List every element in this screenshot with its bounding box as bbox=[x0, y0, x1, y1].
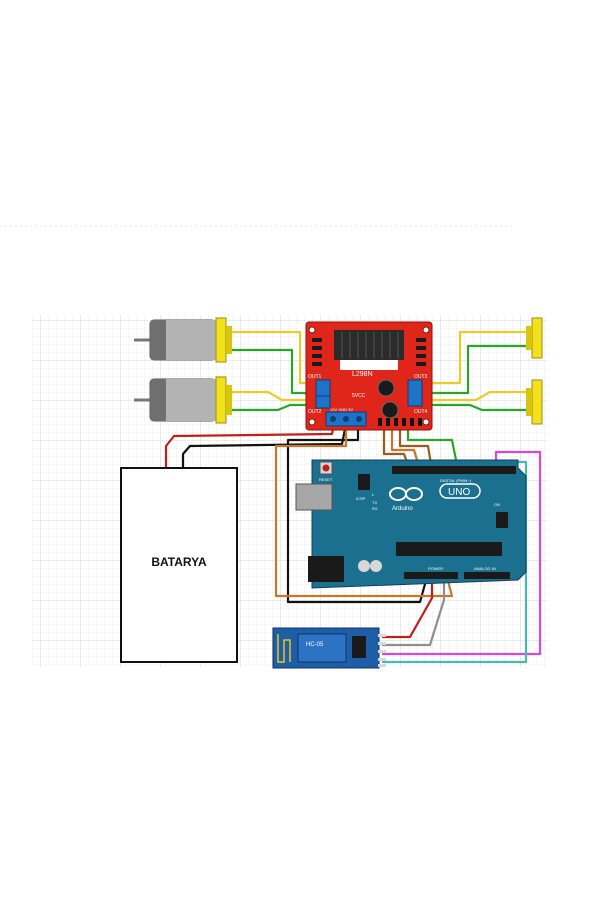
wires bbox=[164, 330, 542, 664]
arduino-reset-label: RESET bbox=[319, 477, 333, 482]
driver-power-label: 12V GND 5V bbox=[330, 407, 353, 412]
wire-in4-green bbox=[406, 424, 460, 471]
driver-out3-terminal bbox=[407, 379, 423, 407]
bt-model: HC-05 bbox=[306, 642, 324, 648]
arduino-on-label: ON bbox=[494, 502, 500, 507]
bt-antenna-icon bbox=[277, 634, 291, 663]
driver-model: L298N bbox=[352, 371, 373, 378]
arduino-uno-badge bbox=[439, 483, 481, 499]
wire-bt-gray bbox=[382, 577, 446, 647]
wire-bt-magenta bbox=[382, 450, 542, 656]
wire-motor1-green bbox=[228, 348, 318, 395]
motor-3 bbox=[526, 317, 543, 359]
wire-motor3-green bbox=[432, 344, 540, 395]
arduino-logo-icon bbox=[389, 487, 423, 501]
wire-motor2-yellow bbox=[228, 390, 318, 402]
arduino-icsp bbox=[358, 474, 370, 490]
motor-1 bbox=[134, 317, 232, 363]
driver-out4-label: OUT4 bbox=[414, 409, 428, 415]
arduino-tx-label: TX bbox=[372, 500, 377, 505]
wire-bt-red bbox=[382, 577, 434, 639]
arduino-l-label: L bbox=[372, 492, 375, 497]
arduino-capacitor-1 bbox=[358, 560, 370, 572]
battery-label: BATARYA bbox=[151, 555, 207, 569]
arduino-model: UNO bbox=[448, 487, 470, 498]
arduino-logo-text: Arduino bbox=[392, 506, 413, 512]
motor-2 bbox=[134, 376, 232, 424]
wire-motor4-green bbox=[432, 403, 540, 412]
bt-chip bbox=[352, 636, 366, 658]
arduino-power-jack bbox=[308, 556, 344, 582]
arduino-power-label: POWER bbox=[428, 566, 443, 571]
driver-out2-label: OUT2 bbox=[308, 409, 322, 415]
arduino-digital-header bbox=[392, 466, 516, 474]
wire-battery-red bbox=[164, 423, 336, 468]
arduino-rx-label: RX bbox=[372, 506, 378, 511]
motor-driver: L298N OUT1 OUT2 OUT3 OUT4 5VCC 12V GND 5… bbox=[305, 321, 433, 431]
driver-out3-label: OUT3 bbox=[414, 374, 428, 380]
wire-battery-black bbox=[181, 423, 348, 468]
bluetooth-module: HC-05 bbox=[272, 627, 386, 669]
driver-out2-terminal bbox=[315, 395, 331, 409]
arduino-power-header bbox=[404, 572, 458, 579]
driver-5vcc-label: 5VCC bbox=[352, 393, 366, 399]
wire-driver-gnd-black bbox=[286, 424, 429, 604]
wire-motor3-yellow bbox=[432, 330, 540, 385]
wire-motor4-yellow bbox=[432, 390, 540, 402]
wire-in3-brown bbox=[398, 424, 434, 471]
wire-driver-5v-orange bbox=[274, 424, 454, 598]
driver-out1-label: OUT1 bbox=[308, 374, 322, 380]
arduino-digital-label: DIGITAL (PWM~) bbox=[440, 478, 472, 483]
driver-capacitor-1 bbox=[377, 379, 395, 397]
motor-4 bbox=[526, 379, 543, 425]
battery: BATARYA bbox=[120, 467, 238, 663]
driver-capacitor-2 bbox=[381, 401, 399, 419]
arduino-uno: RESET DIGITAL (PWM~) ICSP TX RX L Arduin… bbox=[295, 459, 527, 589]
arduino-capacitor-2 bbox=[370, 560, 382, 572]
arduino-usb-port bbox=[295, 483, 333, 511]
arduino-analog-header bbox=[464, 572, 510, 579]
arduino-icsp-right bbox=[496, 512, 508, 528]
arduino-atmega-chip bbox=[396, 542, 502, 556]
wire-motor2-green bbox=[228, 403, 318, 412]
arduino-icsp-label: ICSP bbox=[356, 496, 366, 501]
arduino-analog-label: ANALOG IN bbox=[474, 566, 496, 571]
